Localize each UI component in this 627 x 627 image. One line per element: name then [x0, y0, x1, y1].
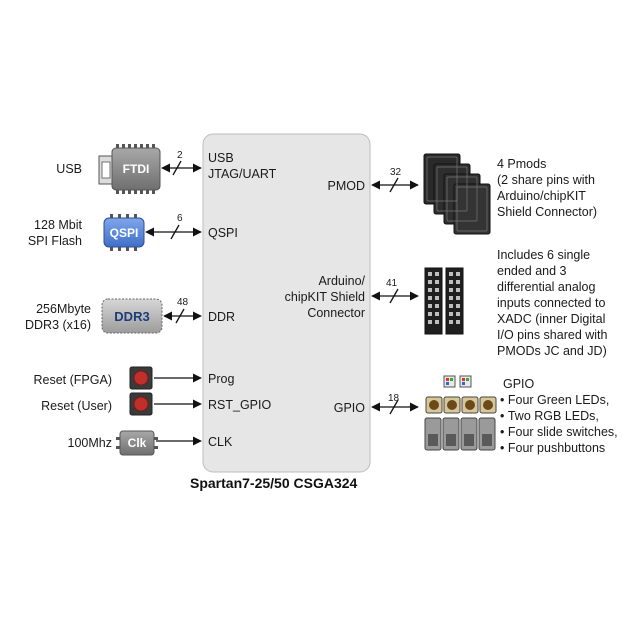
gpio-desc-item: • Two RGB LEDs, [500, 408, 599, 424]
gpio-desc-item-text: Four Green LEDs, [507, 393, 610, 407]
qspi-bus-width: 6 [177, 213, 183, 224]
ddr-label-line2: DDR3 (x16) [25, 318, 91, 332]
bullet-icon: • [500, 441, 508, 455]
port-pmod: PMOD [327, 179, 366, 193]
pmod-bus-width: 32 [390, 167, 402, 178]
bullet-icon: • [500, 393, 508, 407]
arduino-desc-line: Includes 6 single [497, 248, 591, 262]
pmod-desc-line: 4 Pmods [497, 157, 547, 171]
gpio-devices-icon [424, 375, 497, 451]
port-arduino-line3: Connector [307, 306, 365, 320]
gpio-desc-item: • Four Green LEDs, [500, 392, 609, 408]
port-arduino-line2: chipKIT Shield [284, 290, 365, 304]
reset-user-button-icon [129, 392, 153, 416]
port-jtag-uart: JTAG/UART [208, 167, 277, 181]
gpio-desc-item: • Four pushbuttons [500, 440, 605, 456]
fpga-block [202, 133, 371, 473]
pmod-connectors-icon [423, 153, 491, 235]
bullet-icon: • [500, 425, 508, 439]
port-usb: USB [208, 151, 234, 165]
ftdi-chip-label: FTDI [122, 162, 150, 176]
pmod-desc-line: Shield Connector) [497, 205, 598, 219]
usb-bus-width: 2 [177, 150, 183, 161]
port-rst-gpio: RST_GPIO [208, 398, 272, 412]
flash-label-line2: SPI Flash [27, 234, 82, 248]
ftdi-chip-icon [111, 144, 161, 194]
gpio-desc-item-text: Two RGB LEDs, [507, 409, 599, 423]
gpio-desc-item-text: Four pushbuttons [507, 441, 606, 455]
gpio-desc-item: • Four slide switches, [500, 424, 618, 440]
reset-fpga-button-icon [129, 366, 153, 390]
port-clk: CLK [208, 435, 233, 449]
shield-headers-icon [424, 267, 464, 335]
pmod-desc-line: (2 share pins with [497, 173, 595, 187]
qspi-chip-label: QSPI [109, 225, 139, 240]
arduino-desc-line: differential analog [497, 280, 596, 294]
flash-label-line1: 128 Mbit [34, 218, 82, 232]
port-prog: Prog [208, 372, 235, 386]
bullet-icon: • [500, 409, 508, 423]
qspi-chip-icon [103, 214, 145, 251]
clock-chip-icon [116, 430, 158, 456]
gpio-desc-title: GPIO [503, 377, 535, 391]
arduino-desc-line: inputs connected to [497, 296, 606, 310]
clk-chip-label: Clk [127, 436, 147, 450]
gpio-bus-width: 18 [388, 393, 400, 404]
ddr-label-line1: 256Mbyte [36, 302, 91, 316]
arduino-desc-line: ended and 3 [497, 264, 567, 278]
ddr-bus-width: 48 [177, 297, 189, 308]
port-qspi: QSPI [208, 226, 238, 240]
arduino-desc-line: XADC (inner Digital [497, 312, 606, 326]
port-gpio: GPIO [333, 401, 365, 415]
clock-label: 100Mhz [67, 436, 112, 450]
port-ddr: DDR [208, 310, 236, 324]
arduino-desc-line: I/O pins shared with [497, 328, 608, 342]
pmod-desc-line: Arduino/chipKIT [497, 189, 586, 203]
gpio-desc-item-text: Four slide switches, [507, 425, 618, 439]
ddr3-chip-label: DDR3 [114, 308, 150, 324]
arduino-bus-width: 41 [386, 278, 398, 289]
usb-connector-icon [98, 155, 114, 185]
arduino-desc-line: PMODs JC and JD) [497, 344, 607, 358]
ddr3-chip-icon [101, 298, 163, 334]
reset-fpga-label: Reset (FPGA) [33, 373, 113, 387]
reset-user-label: Reset (User) [41, 399, 112, 413]
port-arduino-line1: Arduino/ [318, 274, 365, 288]
fpga-title: Spartan7-25/50 CSGA324 [190, 475, 358, 491]
usb-label: USB [56, 162, 82, 176]
